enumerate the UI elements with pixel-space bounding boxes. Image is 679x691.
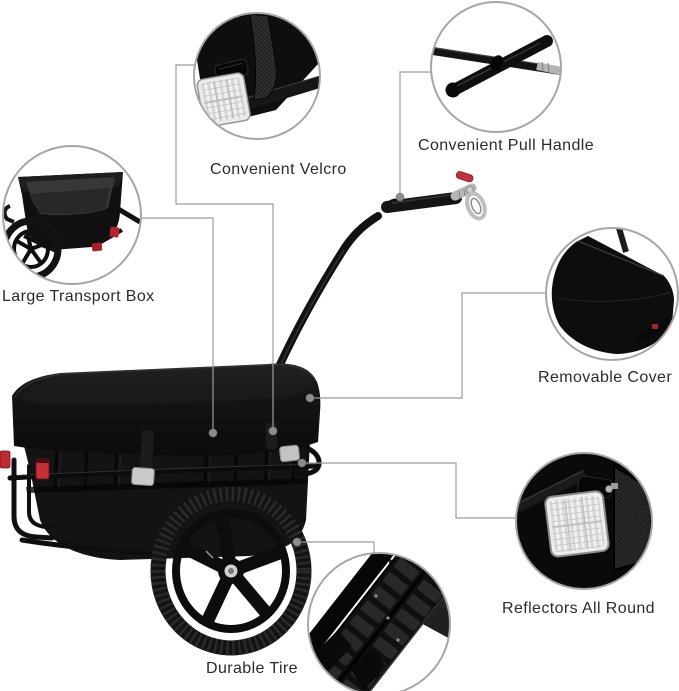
anchor-dots — [208, 192, 405, 547]
anchor-dot-pull-handle — [395, 192, 405, 202]
connector-durable-tire — [297, 541, 375, 553]
anchor-dot-transport-box — [208, 428, 218, 438]
red-reflector-left — [0, 450, 11, 469]
connector-velcro — [175, 64, 274, 429]
tow-bar — [273, 171, 487, 375]
connector-removable-cover — [312, 292, 546, 399]
white-reflector-large — [544, 490, 610, 558]
anchor-dot-removable-cover — [305, 393, 315, 403]
anchor-dot-reflectors — [297, 458, 307, 468]
trailer-illustration — [0, 171, 487, 656]
label-durable-tire: Durable Tire — [206, 660, 298, 677]
callout-bubble-durable-tire — [307, 552, 451, 691]
anchor-dot-durable-tire — [292, 537, 302, 547]
cover-corner-detail — [551, 236, 674, 354]
connector-reflectors — [304, 462, 516, 519]
trailer-wheel — [150, 486, 312, 656]
label-large-transport-box: Large Transport Box — [2, 288, 155, 305]
callout-bubble-transport-box — [2, 145, 142, 285]
velcro-silver-left — [131, 466, 155, 487]
label-convenient-pull-handle: Convenient Pull Handle — [418, 137, 595, 154]
callout-bubble-pull-handle — [430, 1, 562, 133]
strap-black-left — [140, 429, 154, 471]
trailer-cover — [12, 363, 321, 456]
mini-red-reflector — [109, 226, 120, 238]
callout-bubble-reflectors — [515, 452, 653, 590]
strap-black-right — [265, 422, 278, 450]
velcro-silver-right — [279, 444, 300, 463]
white-reflector-detail — [196, 72, 251, 128]
connector-transport-box — [141, 217, 214, 431]
mesh-side-detail — [613, 464, 652, 572]
label-convenient-velcro: Convenient Velcro — [210, 161, 347, 178]
velcro-strap-detail — [249, 13, 277, 101]
callout-connectors — [141, 64, 546, 553]
callout-bubble-velcro — [193, 12, 321, 140]
callout-bubble-removable-cover — [545, 227, 679, 361]
label-removable-cover: Removable Cover — [538, 369, 673, 386]
label-reflectors-all-round: Reflectors All Round — [502, 600, 655, 617]
handle-grip — [381, 192, 462, 213]
connector-pull-handle — [399, 71, 431, 195]
hitch-red-lever — [455, 171, 474, 183]
hitch-clamp — [465, 191, 487, 221]
anchor-dot-velcro — [268, 426, 278, 436]
